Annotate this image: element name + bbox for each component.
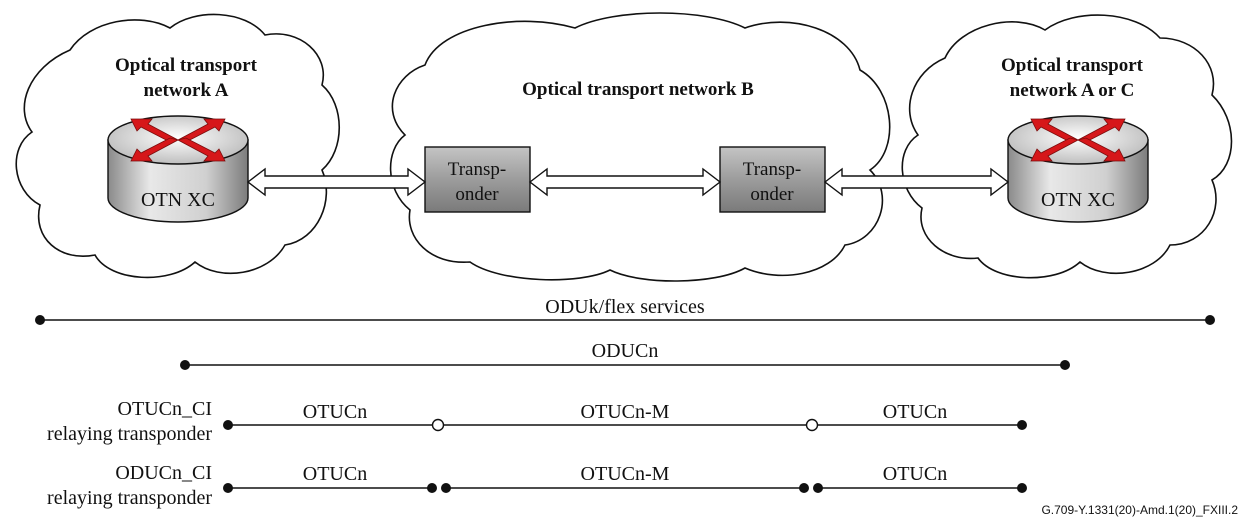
oducn-ci-segment-3: OTUCn (883, 463, 947, 485)
crossconnect-arrows-icon (1030, 118, 1126, 162)
link-arrow-transponder-to-xc (823, 167, 1010, 197)
figure-reference: G.709-Y.1331(20)-Amd.1(20)_FXIII.2 (1041, 503, 1238, 517)
transponder-left-line2: onder (455, 184, 499, 205)
network-a-title-line2: network A (144, 80, 229, 101)
link-arrow-xc-to-transponder (246, 167, 427, 197)
transponder-right-line1: Transp- (743, 159, 801, 180)
oducn-ci-label-line2: relaying transponder (47, 487, 212, 509)
network-c-title-line2: network A or C (1010, 80, 1135, 101)
otn-xc-right-label: OTN XC (1041, 189, 1115, 211)
otucn-ci-segment-1: OTUCn (303, 401, 367, 423)
oducn-label: ODUCn (592, 340, 659, 362)
network-b-title: Optical transport network B (522, 79, 754, 100)
oducn-line: ODUCn (180, 340, 1070, 370)
otn-xc-router-left: OTN XC (107, 115, 249, 223)
oducn-ci-segment-2: OTUCn-M (581, 463, 670, 485)
cloud-network-b (389, 12, 891, 282)
otucn-ci-label-line1: OTUCn_CI (118, 398, 212, 420)
otucn-ci-segment-3: OTUCn (883, 401, 947, 423)
oduk-flex-services-label: ODUk/flex services (545, 296, 705, 318)
otucn-ci-row: OTUCn_CI relaying transponder OTUCn OTUC… (47, 398, 1027, 445)
otn-xc-router-right: OTN XC (1007, 115, 1149, 223)
oduk-flex-services-line: ODUk/flex services (35, 296, 1215, 325)
otn-xc-left-label: OTN XC (141, 189, 215, 211)
otucn-ci-segment-2: OTUCn-M (581, 401, 670, 423)
crossconnect-arrows-icon (130, 118, 226, 162)
link-arrow-transponder-to-transponder (528, 167, 722, 197)
network-a-title-line1: Optical transport (115, 55, 258, 76)
transponder-left: Transp- onder (424, 146, 531, 213)
network-c-title-line1: Optical transport (1001, 55, 1144, 76)
transponder-right: Transp- onder (719, 146, 826, 213)
oducn-ci-segment-1: OTUCn (303, 463, 367, 485)
oducn-ci-label-line1: ODUCn_CI (115, 462, 212, 484)
otucn-ci-label-line2: relaying transponder (47, 423, 212, 445)
transponder-left-line1: Transp- (448, 159, 506, 180)
oducn-ci-row: ODUCn_CI relaying transponder OTUCn OTUC… (47, 462, 1027, 509)
transponder-right-line2: onder (750, 184, 794, 205)
